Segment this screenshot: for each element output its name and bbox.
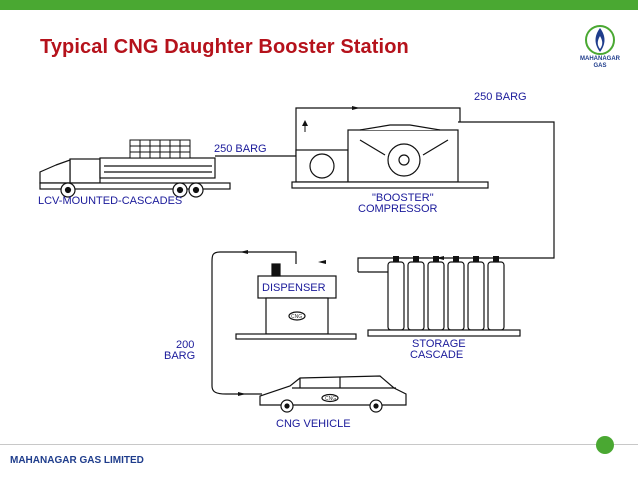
flow-arrow-supply	[352, 106, 360, 110]
flow-arrow-up	[302, 120, 308, 126]
slide-title: Typical CNG Daughter Booster Station	[40, 36, 409, 58]
top-accent-bar	[0, 0, 638, 10]
storage-valves	[393, 256, 499, 262]
vehicle-pressure-unit: BARG	[164, 350, 195, 362]
vehicle-label: CNG VEHICLE	[276, 418, 351, 430]
supply-pipe	[215, 107, 461, 157]
storage-label-line2: CASCADE	[410, 349, 463, 361]
outlet-pressure-label: 250 BARG	[474, 91, 527, 103]
flow-arrow-hose-bottom	[238, 392, 246, 396]
booster-compressor	[291, 124, 489, 189]
logo-name: MAHANAGAR GAS	[576, 56, 624, 70]
dispenser-label: DISPENSER	[262, 282, 326, 294]
truck-label: LCV-MOUNTED-CASCADES	[38, 195, 182, 207]
footer-green-dot	[596, 436, 614, 454]
gas-flame-icon	[585, 25, 615, 55]
dispenser-hose	[211, 251, 297, 395]
flow-arrow-outlet	[436, 256, 444, 260]
compressor-label-line1: "BOOSTER"	[372, 192, 434, 204]
dispenser	[235, 263, 357, 340]
storage-label-line1: STORAGE	[412, 338, 466, 350]
logo-name-line2: GAS	[593, 63, 607, 69]
footer-divider	[0, 444, 638, 445]
lcv-truck	[39, 157, 231, 198]
vehicle-cng-tag: CNG	[325, 396, 336, 402]
company-logo: MAHANAGAR GAS	[576, 24, 624, 76]
footer-company-name: MAHANAGAR GAS LIMITED	[10, 455, 144, 466]
truck-cascade-cylinders	[129, 139, 191, 159]
flow-arrow-hose-top	[240, 250, 248, 254]
cng-vehicle	[259, 375, 407, 413]
storage-cascade	[367, 261, 521, 337]
outlet-pipe	[357, 121, 555, 272]
truck-pressure-label: 250 BARG	[214, 143, 267, 155]
vehicle-pressure-value: 200	[176, 339, 194, 351]
flow-arrow-dispenser	[318, 260, 326, 264]
logo-name-line1: MAHANAGAR	[580, 56, 620, 62]
dispenser-cng-tag: CNG	[291, 314, 302, 320]
compressor-label-line2: COMPRESSOR	[358, 203, 438, 215]
